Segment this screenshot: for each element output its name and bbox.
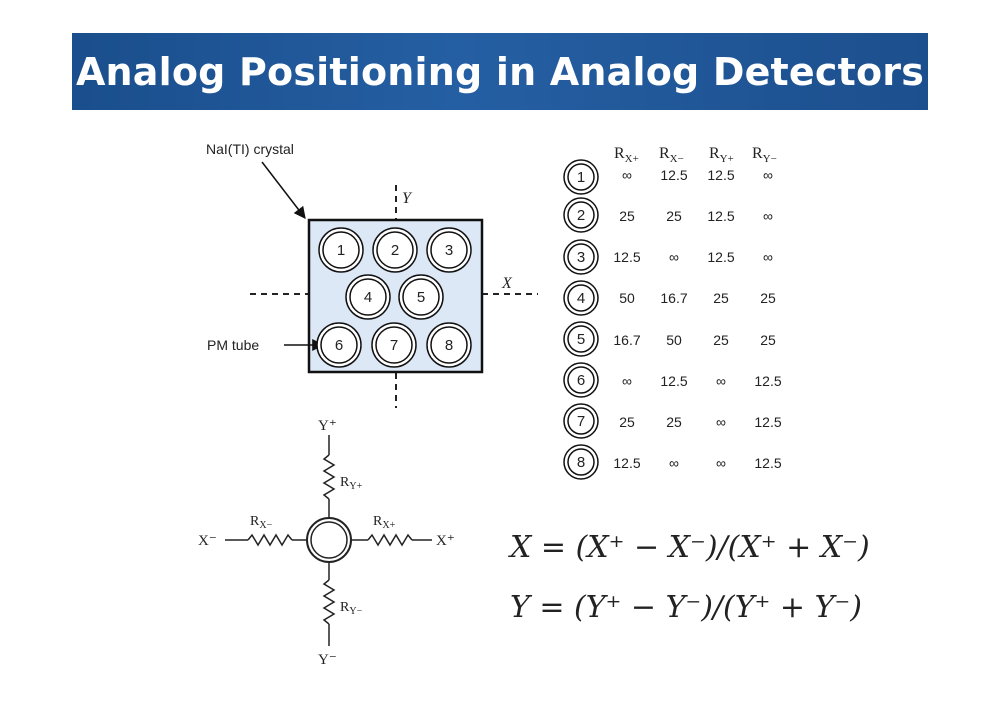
- cell-r-x-plus: 12.5: [613, 455, 640, 471]
- header-r-x-plus: RX+: [614, 145, 639, 165]
- row-tube-number: 8: [577, 454, 585, 471]
- header-r-y-minus: RY−: [752, 145, 777, 165]
- cell-r-y-plus: 12.5: [707, 167, 734, 183]
- cell-r-x-plus: 12.5: [613, 249, 640, 265]
- cell-r-x-minus: ∞: [669, 249, 679, 265]
- pm-tube-number: 8: [445, 337, 453, 354]
- pm-tube-number: 2: [391, 242, 399, 259]
- cell-r-y-plus: ∞: [716, 414, 726, 430]
- pm-tube-number: 3: [445, 242, 453, 259]
- x-minus-terminal-label: X⁻: [198, 533, 217, 549]
- cell-r-x-minus: 25: [666, 208, 682, 224]
- resistor-y-plus: [322, 454, 336, 500]
- equation-x: X = (X⁺ − X⁻)/(X⁺ + X⁻): [508, 530, 870, 565]
- crystal-pointer-arrow: [261, 161, 306, 219]
- pm-tube-8: 8: [426, 322, 472, 368]
- cell-r-y-minus: 25: [760, 332, 776, 348]
- r-y-minus-label: RY−: [340, 600, 363, 617]
- pm-tube-7: 7: [371, 322, 417, 368]
- table-row: 5 16.7 50 25 25: [563, 321, 776, 357]
- cell-r-y-minus: ∞: [763, 167, 773, 183]
- cell-r-x-plus: ∞: [622, 373, 632, 389]
- resistor-x-minus: [247, 533, 293, 547]
- row-tube-number: 3: [577, 249, 585, 266]
- pm-tube-1: 1: [318, 227, 364, 273]
- central-pm-tube: [306, 517, 352, 563]
- r-x-plus-label: RX+: [373, 514, 396, 531]
- table-row: 1 ∞ 12.5 12.5 ∞: [563, 159, 773, 195]
- table-row: 7 25 25 ∞ 12.5: [563, 403, 782, 439]
- cell-r-y-plus: 12.5: [707, 208, 734, 224]
- cell-r-x-plus: 25: [619, 414, 635, 430]
- pm-tube-2: 2: [372, 227, 418, 273]
- table-row: 4 50 16.7 25 25: [563, 280, 776, 316]
- pm-tube-number: 1: [337, 242, 345, 259]
- cell-r-x-minus: 12.5: [660, 373, 687, 389]
- row-tube-number: 2: [577, 207, 585, 224]
- detector-diagram: Y X NaI(TI) crystal PM tube 1 2 3 4 5 6 …: [206, 141, 538, 408]
- row-tube-number: 1: [577, 169, 585, 186]
- r-x-minus-label: RX−: [250, 514, 273, 531]
- cell-r-y-minus: ∞: [763, 249, 773, 265]
- pm-tube-number: 5: [417, 289, 425, 306]
- pm-tube-number: 6: [335, 337, 343, 354]
- cell-r-x-minus: 50: [666, 332, 682, 348]
- r-y-plus-label: RY+: [340, 475, 363, 492]
- resistor-x-plus: [367, 533, 413, 547]
- cell-r-y-minus: 12.5: [754, 373, 781, 389]
- cell-r-x-minus: ∞: [669, 455, 679, 471]
- x-axis-label: X: [501, 275, 513, 292]
- y-minus-terminal-label: Y⁻: [318, 652, 337, 668]
- pm-tube-number: 4: [364, 289, 372, 306]
- pm-tube-4: 4: [345, 274, 391, 320]
- table-row: 6 ∞ 12.5 ∞ 12.5: [563, 362, 782, 398]
- cell-r-y-plus: 12.5: [707, 249, 734, 265]
- table-row: 3 12.5 ∞ 12.5 ∞: [563, 239, 773, 275]
- cell-r-x-minus: 12.5: [660, 167, 687, 183]
- cell-r-y-minus: 12.5: [754, 455, 781, 471]
- cell-r-x-minus: 16.7: [660, 290, 687, 306]
- cell-r-x-minus: 25: [666, 414, 682, 430]
- x-plus-terminal-label: X⁺: [436, 533, 455, 549]
- resistor-circuit: [225, 435, 432, 646]
- cell-r-y-plus: 25: [713, 332, 729, 348]
- row-tube-number: 4: [577, 290, 585, 307]
- crystal-label: NaI(TI) crystal: [206, 141, 294, 157]
- header-r-y-plus: RY+: [709, 145, 734, 165]
- circuit-labels: Y⁺ Y⁻ X⁻ X⁺ RY+ RY− RX− RX+: [198, 418, 455, 668]
- cell-r-x-plus: ∞: [622, 167, 632, 183]
- table-row: 8 12.5 ∞ ∞ 12.5: [563, 444, 782, 480]
- row-tube-number: 7: [577, 413, 585, 430]
- pm-tube-5: 5: [398, 274, 444, 320]
- cell-r-y-minus: ∞: [763, 208, 773, 224]
- resistor-y-minus: [322, 579, 336, 625]
- resistor-table: RX+ RX− RY+ RY− 1 ∞ 12.5 12.5 ∞ 2 25 25 …: [563, 145, 782, 480]
- slide-title: Analog Positioning in Analog Detectors: [72, 33, 928, 110]
- pm-tube-label: PM tube: [207, 337, 259, 353]
- cell-r-y-plus: ∞: [716, 455, 726, 471]
- row-tube-number: 6: [577, 372, 585, 389]
- header-r-x-minus: RX−: [659, 145, 684, 165]
- pm-tube-3: 3: [426, 227, 472, 273]
- equation-y: Y = (Y⁺ − Y⁻)/(Y⁺ + Y⁻): [510, 590, 862, 625]
- cell-r-y-minus: 12.5: [754, 414, 781, 430]
- cell-r-x-plus: 25: [619, 208, 635, 224]
- pm-tube-6: 6: [316, 322, 362, 368]
- y-plus-terminal-label: Y⁺: [318, 418, 337, 434]
- cell-r-x-plus: 50: [619, 290, 635, 306]
- pm-tube-number: 7: [390, 337, 398, 354]
- cell-r-y-minus: 25: [760, 290, 776, 306]
- cell-r-y-plus: ∞: [716, 373, 726, 389]
- cell-r-x-plus: 16.7: [613, 332, 640, 348]
- row-tube-number: 5: [577, 331, 585, 348]
- cell-r-y-plus: 25: [713, 290, 729, 306]
- table-row: 2 25 25 12.5 ∞: [563, 197, 773, 233]
- y-axis-label: Y: [402, 190, 413, 207]
